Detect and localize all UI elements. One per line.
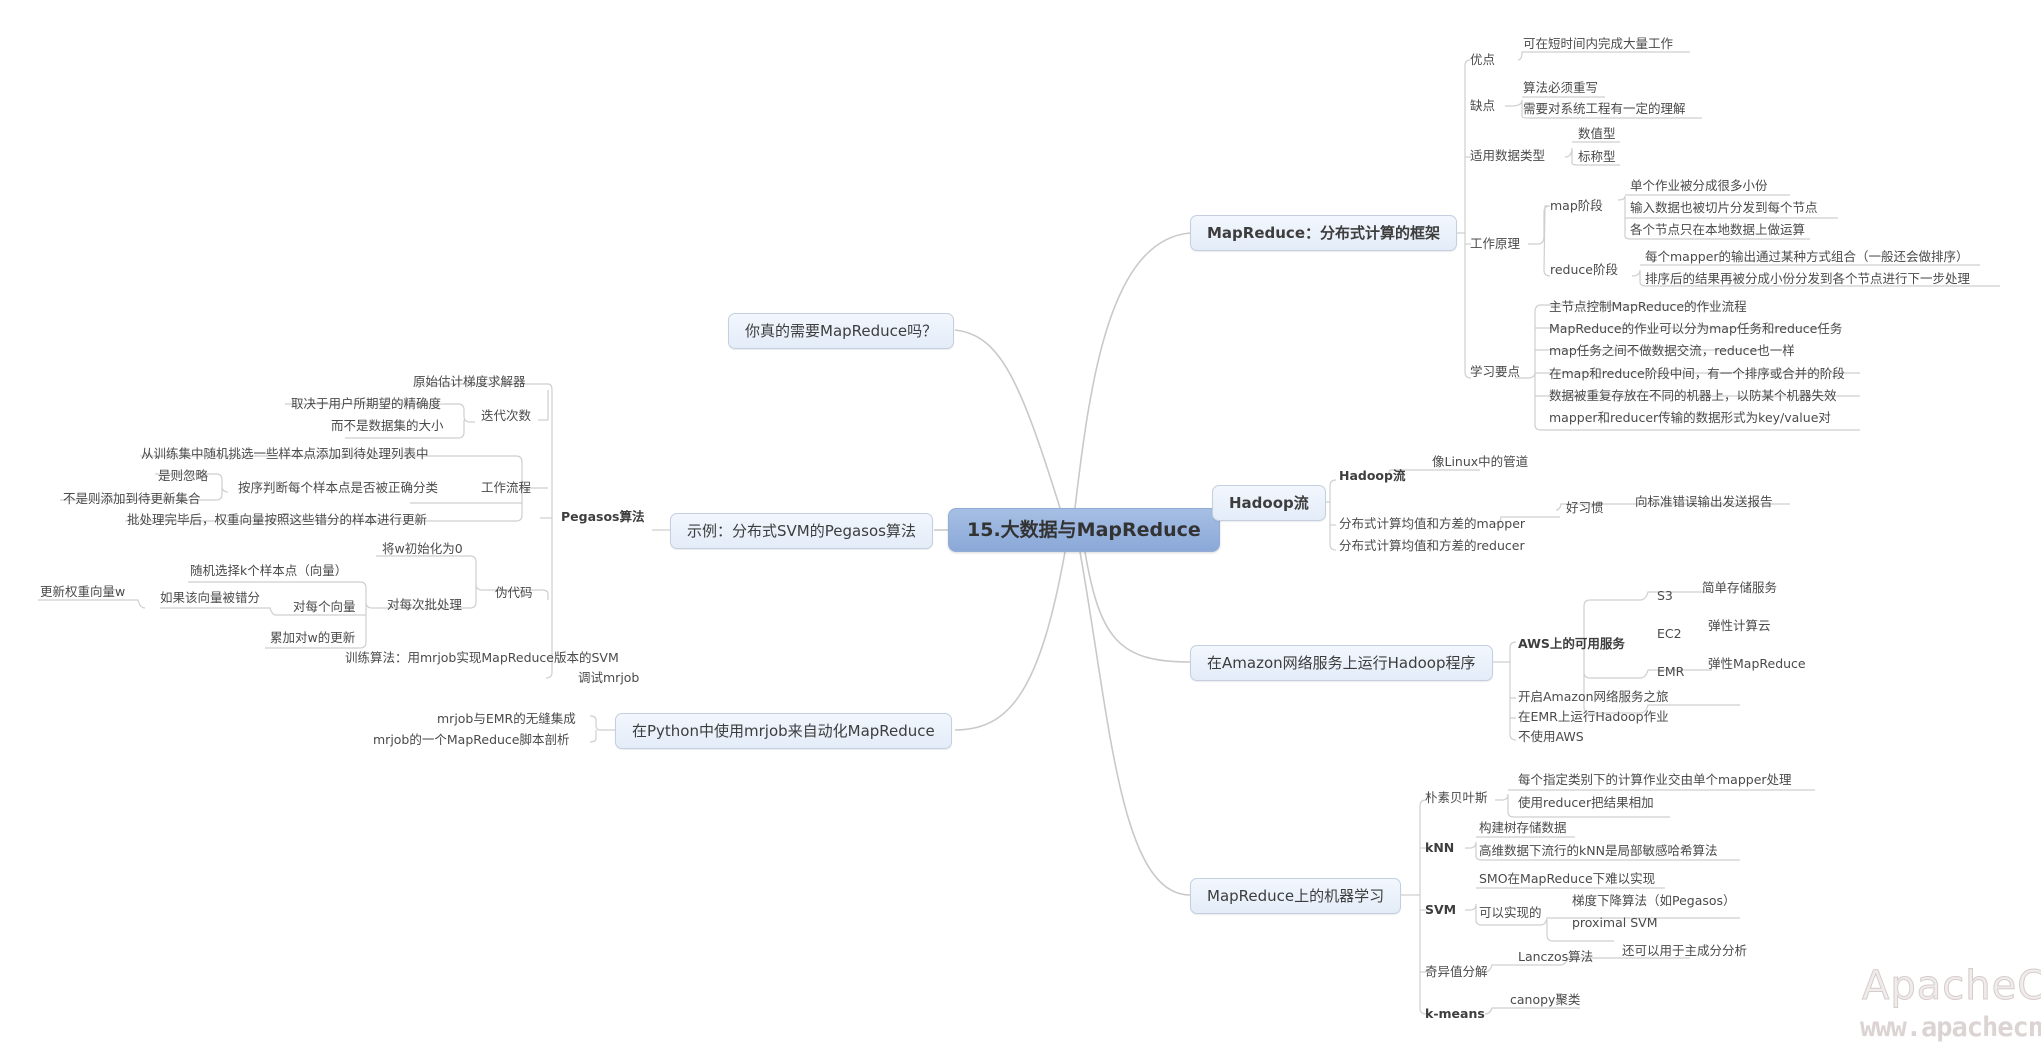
topic-batch-item[interactable]: 随机选择k个样本点（向量） [190,563,348,578]
topic-batch-item[interactable]: 对每个向量 [293,599,356,614]
topic-iterations[interactable]: 迭代次数 [481,408,532,423]
topic-svm-possible-item[interactable]: 梯度下降算法（如Pegasos） [1572,893,1736,908]
topic-label: Hadoop流 [1339,468,1406,483]
topic-svm[interactable]: SVM [1425,902,1456,918]
topic-workflow[interactable]: 工作流程 [481,480,532,495]
branch-need-mapreduce[interactable]: 你真的需要MapReduce吗？ [728,313,955,349]
topic-principle[interactable]: 工作原理 [1470,236,1521,251]
branch-python-mrjob[interactable]: 在Python中使用mrjob来自动化MapReduce [615,713,952,749]
topic-lanczos-item[interactable]: 还可以用于主成分分析 [1622,943,1748,958]
topic-pseudocode[interactable]: 伪代码 [495,585,533,600]
topic-kmeans-item[interactable]: canopy聚类 [1510,992,1581,1007]
branch-label: MapReduce：分布式计算的框架 [1207,224,1440,242]
topic-judge-item[interactable]: 不是则添加到待更新集合 [63,491,201,506]
service-name[interactable]: EC2 [1657,626,1682,641]
topic-map-item[interactable]: 输入数据也被切片分发到每个节点 [1630,200,1818,215]
keypoint-item[interactable]: 数据被重复存放在不同的机器上，以防某个机器失效 [1549,388,1837,403]
topic-reduce-phase[interactable]: reduce阶段 [1550,262,1618,277]
topic-cons[interactable]: 缺点 [1470,98,1496,113]
topic-solver[interactable]: 原始估计梯度求解器 [413,374,526,389]
topic-pegasos-algorithm[interactable]: Pegasos算法 [561,509,645,525]
topic-pros-item[interactable]: 可在短时间内完成大量工作 [1523,36,1674,51]
topic-batch-item[interactable]: 累加对w的更新 [270,630,356,645]
topic-misclassified[interactable]: 如果该向量被错分 [160,590,261,605]
topic-update-w[interactable]: 更新权重向量w [40,584,126,599]
topic-pros[interactable]: 优点 [1470,52,1496,67]
topic-init-w[interactable]: 将w初始化为0 [382,541,463,556]
topic-workflow-item[interactable]: 批处理完毕后，权重向量按照这些错分的样本进行更新 [127,512,428,527]
topic-stream-item[interactable]: 像Linux中的管道 [1432,454,1529,469]
branch-amazon[interactable]: 在Amazon网络服务上运行Hadoop程序 [1190,645,1493,681]
topic-good-habit[interactable]: 好习惯 [1566,500,1604,515]
topic-mapper[interactable]: 分布式计算均值和方差的mapper [1339,516,1526,531]
topic-cons-item[interactable]: 需要对系统工程有一定的理解 [1523,101,1686,116]
topic-python-item[interactable]: mrjob的一个MapReduce脚本剖析 [373,732,570,747]
keypoint-item[interactable]: MapReduce的作业可以分为map任务和reduce任务 [1549,321,1843,336]
topic-label: AWS上的可用服务 [1518,636,1625,651]
keypoint-item[interactable]: 在map和reduce阶段中间，有一个排序或合并的阶段 [1549,366,1845,381]
topic-svm-possible[interactable]: 可以实现的 [1479,905,1542,920]
branch-mapreduce-framework[interactable]: MapReduce：分布式计算的框架 [1190,215,1457,251]
branch-pegasos-example[interactable]: 示例：分布式SVM的Pegasos算法 [670,513,933,549]
topic-lanczos[interactable]: Lanczos算法 [1518,949,1594,964]
topic-bayes-item[interactable]: 使用reducer把结果相加 [1518,795,1654,810]
service-name[interactable]: S3 [1657,588,1673,603]
topic-knn[interactable]: kNN [1425,840,1454,856]
topic-kmeans[interactable]: k-means [1425,1006,1485,1022]
topic-knn-item[interactable]: 高维数据下流行的kNN是局部敏感哈希算法 [1479,843,1718,858]
topic-data-types[interactable]: 适用数据类型 [1470,148,1546,163]
topic-train[interactable]: 训练算法：用mrjob实现MapReduce版本的SVM [345,650,619,666]
topic-reduce-item[interactable]: 排序后的结果再被分成小份分发到各个节点进行下一步处理 [1645,271,1971,286]
topic-knn-item[interactable]: 构建树存储数据 [1479,820,1567,835]
topic-keypoints[interactable]: 学习要点 [1470,364,1521,379]
keypoint-item[interactable]: 主节点控制MapReduce的作业流程 [1549,299,1747,314]
service-name[interactable]: EMR [1657,664,1685,679]
topic-label: Pegasos算法 [561,509,645,524]
service-desc[interactable]: 简单存储服务 [1702,580,1778,595]
branch-ml[interactable]: MapReduce上的机器学习 [1190,878,1402,914]
topic-label: kNN [1425,840,1455,855]
watermark-brand: ApacheCN [1861,963,2041,1010]
topic-svm-smo[interactable]: SMO在MapReduce下难以实现 [1479,871,1656,886]
topic-map-item[interactable]: 各个节点只在本地数据上做运算 [1630,222,1806,237]
topic-reduce-item[interactable]: 每个mapper的输出通过某种方式组合（一般还会做排序） [1645,249,1969,264]
topic-amazon-item[interactable]: 开启Amazon网络服务之旅 [1518,689,1669,704]
topic-bayes-item[interactable]: 每个指定类别下的计算作业交由单个mapper处理 [1518,772,1792,787]
keypoint-item[interactable]: map任务之间不做数据交流，reduce也一样 [1549,343,1795,358]
topic-map-item[interactable]: 单个作业被分成很多小份 [1630,178,1768,193]
topic-amazon-item[interactable]: 在EMR上运行Hadoop作业 [1518,709,1669,724]
topic-type-item[interactable]: 数值型 [1578,126,1616,141]
topic-habit-item[interactable]: 向标准错误输出发送报告 [1635,494,1773,509]
topic-label: SVM [1425,902,1457,917]
topic-hadoop-stream[interactable]: Hadoop流 [1339,468,1405,484]
topic-iteration-item[interactable]: 取决于用户所期望的精确度 [291,396,442,411]
topic-reducer[interactable]: 分布式计算均值和方差的reducer [1339,538,1525,553]
topic-aws-services[interactable]: AWS上的可用服务 [1518,636,1625,652]
topic-python-item[interactable]: mrjob与EMR的无缝集成 [437,711,576,726]
topic-cons-item[interactable]: 算法必须重写 [1523,80,1599,95]
branch-hadoop-streaming[interactable]: Hadoop流 [1212,485,1326,521]
topic-svm-possible-item[interactable]: proximal SVM [1572,915,1658,930]
topic-naive-bayes[interactable]: 朴素贝叶斯 [1425,790,1488,805]
keypoint-item[interactable]: mapper和reducer传输的数据形式为key/value对 [1549,410,1831,425]
topic-workflow-item[interactable]: 从训练集中随机挑选一些样本点添加到待处理列表中 [141,446,429,461]
service-desc[interactable]: 弹性计算云 [1708,618,1771,633]
watermark-url: www.apachecn.org [1860,1012,2041,1043]
topic-amazon-item[interactable]: 不使用AWS [1518,729,1584,744]
topic-map-phase[interactable]: map阶段 [1550,198,1603,213]
topic-iteration-item[interactable]: 而不是数据集的大小 [331,418,444,433]
topic-label: k-means [1425,1006,1485,1021]
service-desc[interactable]: 弹性MapReduce [1708,656,1806,671]
topic-label: 训练算法：用mrjob实现MapReduce版本的SVM [345,650,619,665]
topic-workflow-item[interactable]: 按序判断每个样本点是否被正确分类 [238,480,439,495]
topic-each-batch[interactable]: 对每次批处理 [387,597,463,612]
central-topic[interactable]: 15.大数据与MapReduce [948,508,1220,552]
topic-svd[interactable]: 奇异值分解 [1425,964,1488,979]
topic-debug[interactable]: 调试mrjob [578,670,640,685]
topic-judge-item[interactable]: 是则忽略 [158,468,209,483]
branch-label: Hadoop流 [1229,494,1309,512]
topic-type-item[interactable]: 标称型 [1578,149,1616,164]
